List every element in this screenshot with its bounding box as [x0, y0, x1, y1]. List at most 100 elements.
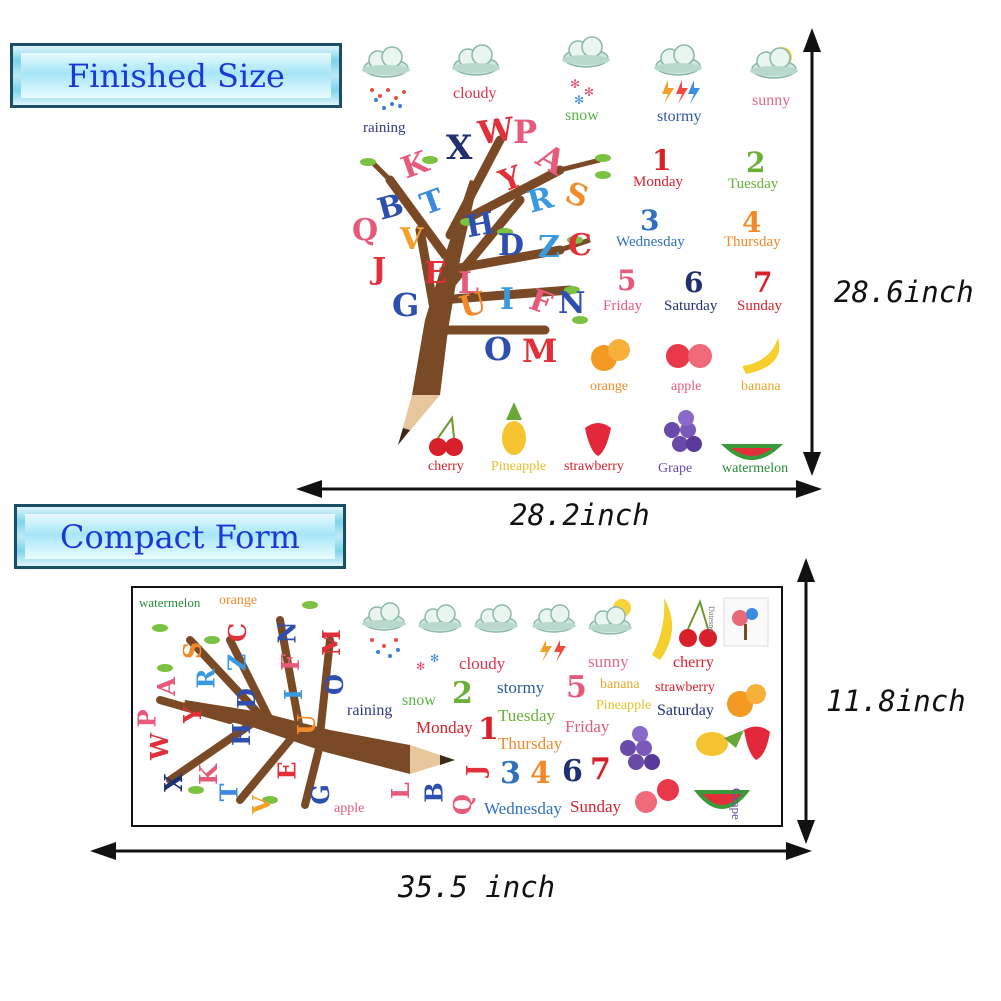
compact-letter-t: T [214, 783, 244, 802]
compact-letter-f: F [276, 653, 306, 672]
compact-orange-icon [727, 684, 766, 717]
compact-letter-o: O [319, 674, 349, 695]
pencil-tree-icon [360, 135, 611, 445]
svg-text:✻: ✻ [584, 85, 594, 99]
compact-day-number-2: 2 [452, 676, 473, 711]
fruit-orange-label: orange [590, 379, 629, 394]
compact-letter-h: H [226, 723, 256, 746]
day-wednesday-label: Wednesday [616, 234, 685, 250]
compact-day-number-5: 5 [566, 670, 587, 705]
compact-cloud-icon [473, 604, 519, 633]
day-monday-label: Monday [633, 174, 683, 190]
compact-letter-e: E [272, 761, 302, 780]
compact-fruit-cherry-label: cherry [673, 654, 714, 671]
fruit-apple-label: apple [671, 379, 702, 394]
compact-strawberry-icon [744, 726, 770, 760]
letter-v: V [400, 222, 424, 257]
cloud-storm-icon [653, 44, 703, 104]
day-number-2: 2 [746, 146, 766, 179]
compact-letter-m: M [316, 629, 346, 656]
compact-fruit-watermelon-label: watermelon [139, 595, 201, 610]
letter-d: D [498, 228, 525, 263]
compact-height-dimension: 11.8inch [826, 684, 966, 718]
letter-g: G [392, 286, 420, 324]
fruit-watermelon-label: watermelon [722, 461, 789, 476]
compact-width-dimension: 35.5 inch [398, 870, 556, 904]
letter-n: N [558, 286, 586, 321]
finished-width-dimension: 28.2inch [510, 498, 650, 532]
compact-letter-n: N [272, 621, 302, 644]
finished-size-label: Finished Size [10, 43, 342, 108]
compact-letter-l: L [385, 782, 415, 799]
svg-text:✻: ✻ [570, 77, 580, 91]
letter-z: Z [538, 230, 560, 265]
compact-fruit-grape-label: Grape [729, 788, 744, 820]
day-number-7: 7 [753, 266, 773, 299]
compact-day-sunday-label: Sunday [570, 797, 621, 816]
compact-day-number-7: 7 [590, 752, 611, 787]
compact-cloud-snow-icon: ✻✻ [416, 604, 463, 673]
weather-raining-label: raining [363, 120, 406, 136]
cherry-fruit-icon [429, 415, 463, 456]
compact-apple-icon [635, 779, 679, 813]
svg-text:✻: ✻ [574, 93, 584, 107]
compact-watermelon-icon [693, 790, 751, 809]
compact-cherry-icon [679, 599, 717, 647]
svg-text:✻: ✻ [430, 653, 439, 665]
letter-j: J [372, 252, 387, 287]
letter-l: L [458, 266, 480, 301]
compact-letter-i: I [279, 688, 309, 701]
letter-c: C [568, 228, 592, 263]
compact-letter-q: Q [447, 794, 477, 815]
compact-day-tuesday-label: Tuesday [498, 706, 555, 725]
fruit-banana-label: banana [741, 379, 781, 394]
orange-fruit-icon [591, 339, 630, 371]
compact-pineapple-icon [696, 730, 744, 756]
compact-letter-d: D [231, 688, 261, 709]
compact-day-number-1: 1 [478, 712, 499, 747]
compact-sun-cloud-icon [587, 599, 633, 635]
compact-day-wednesday-label: Wednesday [484, 799, 562, 818]
letter-p: P [513, 113, 538, 151]
day-thursday-label: Thursday [724, 234, 781, 250]
weather-cloudy-label: cloudy [453, 85, 497, 102]
compact-fruit-strawberry-label: strawberry [655, 680, 715, 695]
fruit-pineapple-label: Pineapple [491, 459, 547, 474]
compact-letter-v: V [246, 795, 276, 814]
compact-day-monday-label: Monday [416, 718, 473, 737]
finished-height-dimension: 28.6inch [834, 275, 974, 309]
strawberry-fruit-icon [585, 423, 611, 456]
pineapple-fruit-icon [502, 402, 526, 455]
letter-x: X [446, 128, 473, 168]
day-number-5: 5 [617, 264, 637, 297]
compact-fruit-pineapple-label: Pineapple [596, 698, 652, 713]
compact-letter-p: P [132, 709, 162, 728]
compact-letter-x: X [158, 773, 188, 792]
cloud-raining-icon [361, 46, 411, 110]
letter-i: I [500, 282, 515, 317]
compact-letter-g: G [305, 784, 335, 805]
compact-form-text: Compact Form [60, 517, 300, 556]
letter-e: E [424, 256, 447, 291]
compact-day-thursday-label: Thursday [498, 734, 563, 753]
watermelon-fruit-icon [720, 444, 784, 460]
fruit-cherry-label: cherry [428, 459, 464, 474]
day-number-6: 6 [684, 266, 704, 299]
weather-stormy-label: stormy [657, 108, 702, 125]
compact-weather-snow-label: snow [402, 692, 436, 709]
day-number-4: 4 [742, 206, 762, 239]
cloud-snow-icon: ✻✻✻ [561, 36, 611, 107]
banana-fruit-icon [742, 338, 780, 374]
compact-day-number-3: 3 [500, 756, 521, 791]
compact-letter-b: B [419, 782, 449, 803]
compact-letter-r: R [191, 668, 221, 689]
compact-cloud-raining-icon [361, 602, 407, 658]
weather-snow-label: snow [565, 107, 599, 124]
compact-form-label: Compact Form [14, 504, 346, 569]
compact-weather-cloudy-label: cloudy [459, 654, 506, 673]
letter-o: O [484, 330, 512, 368]
compact-cloud-storm-icon [531, 604, 577, 662]
